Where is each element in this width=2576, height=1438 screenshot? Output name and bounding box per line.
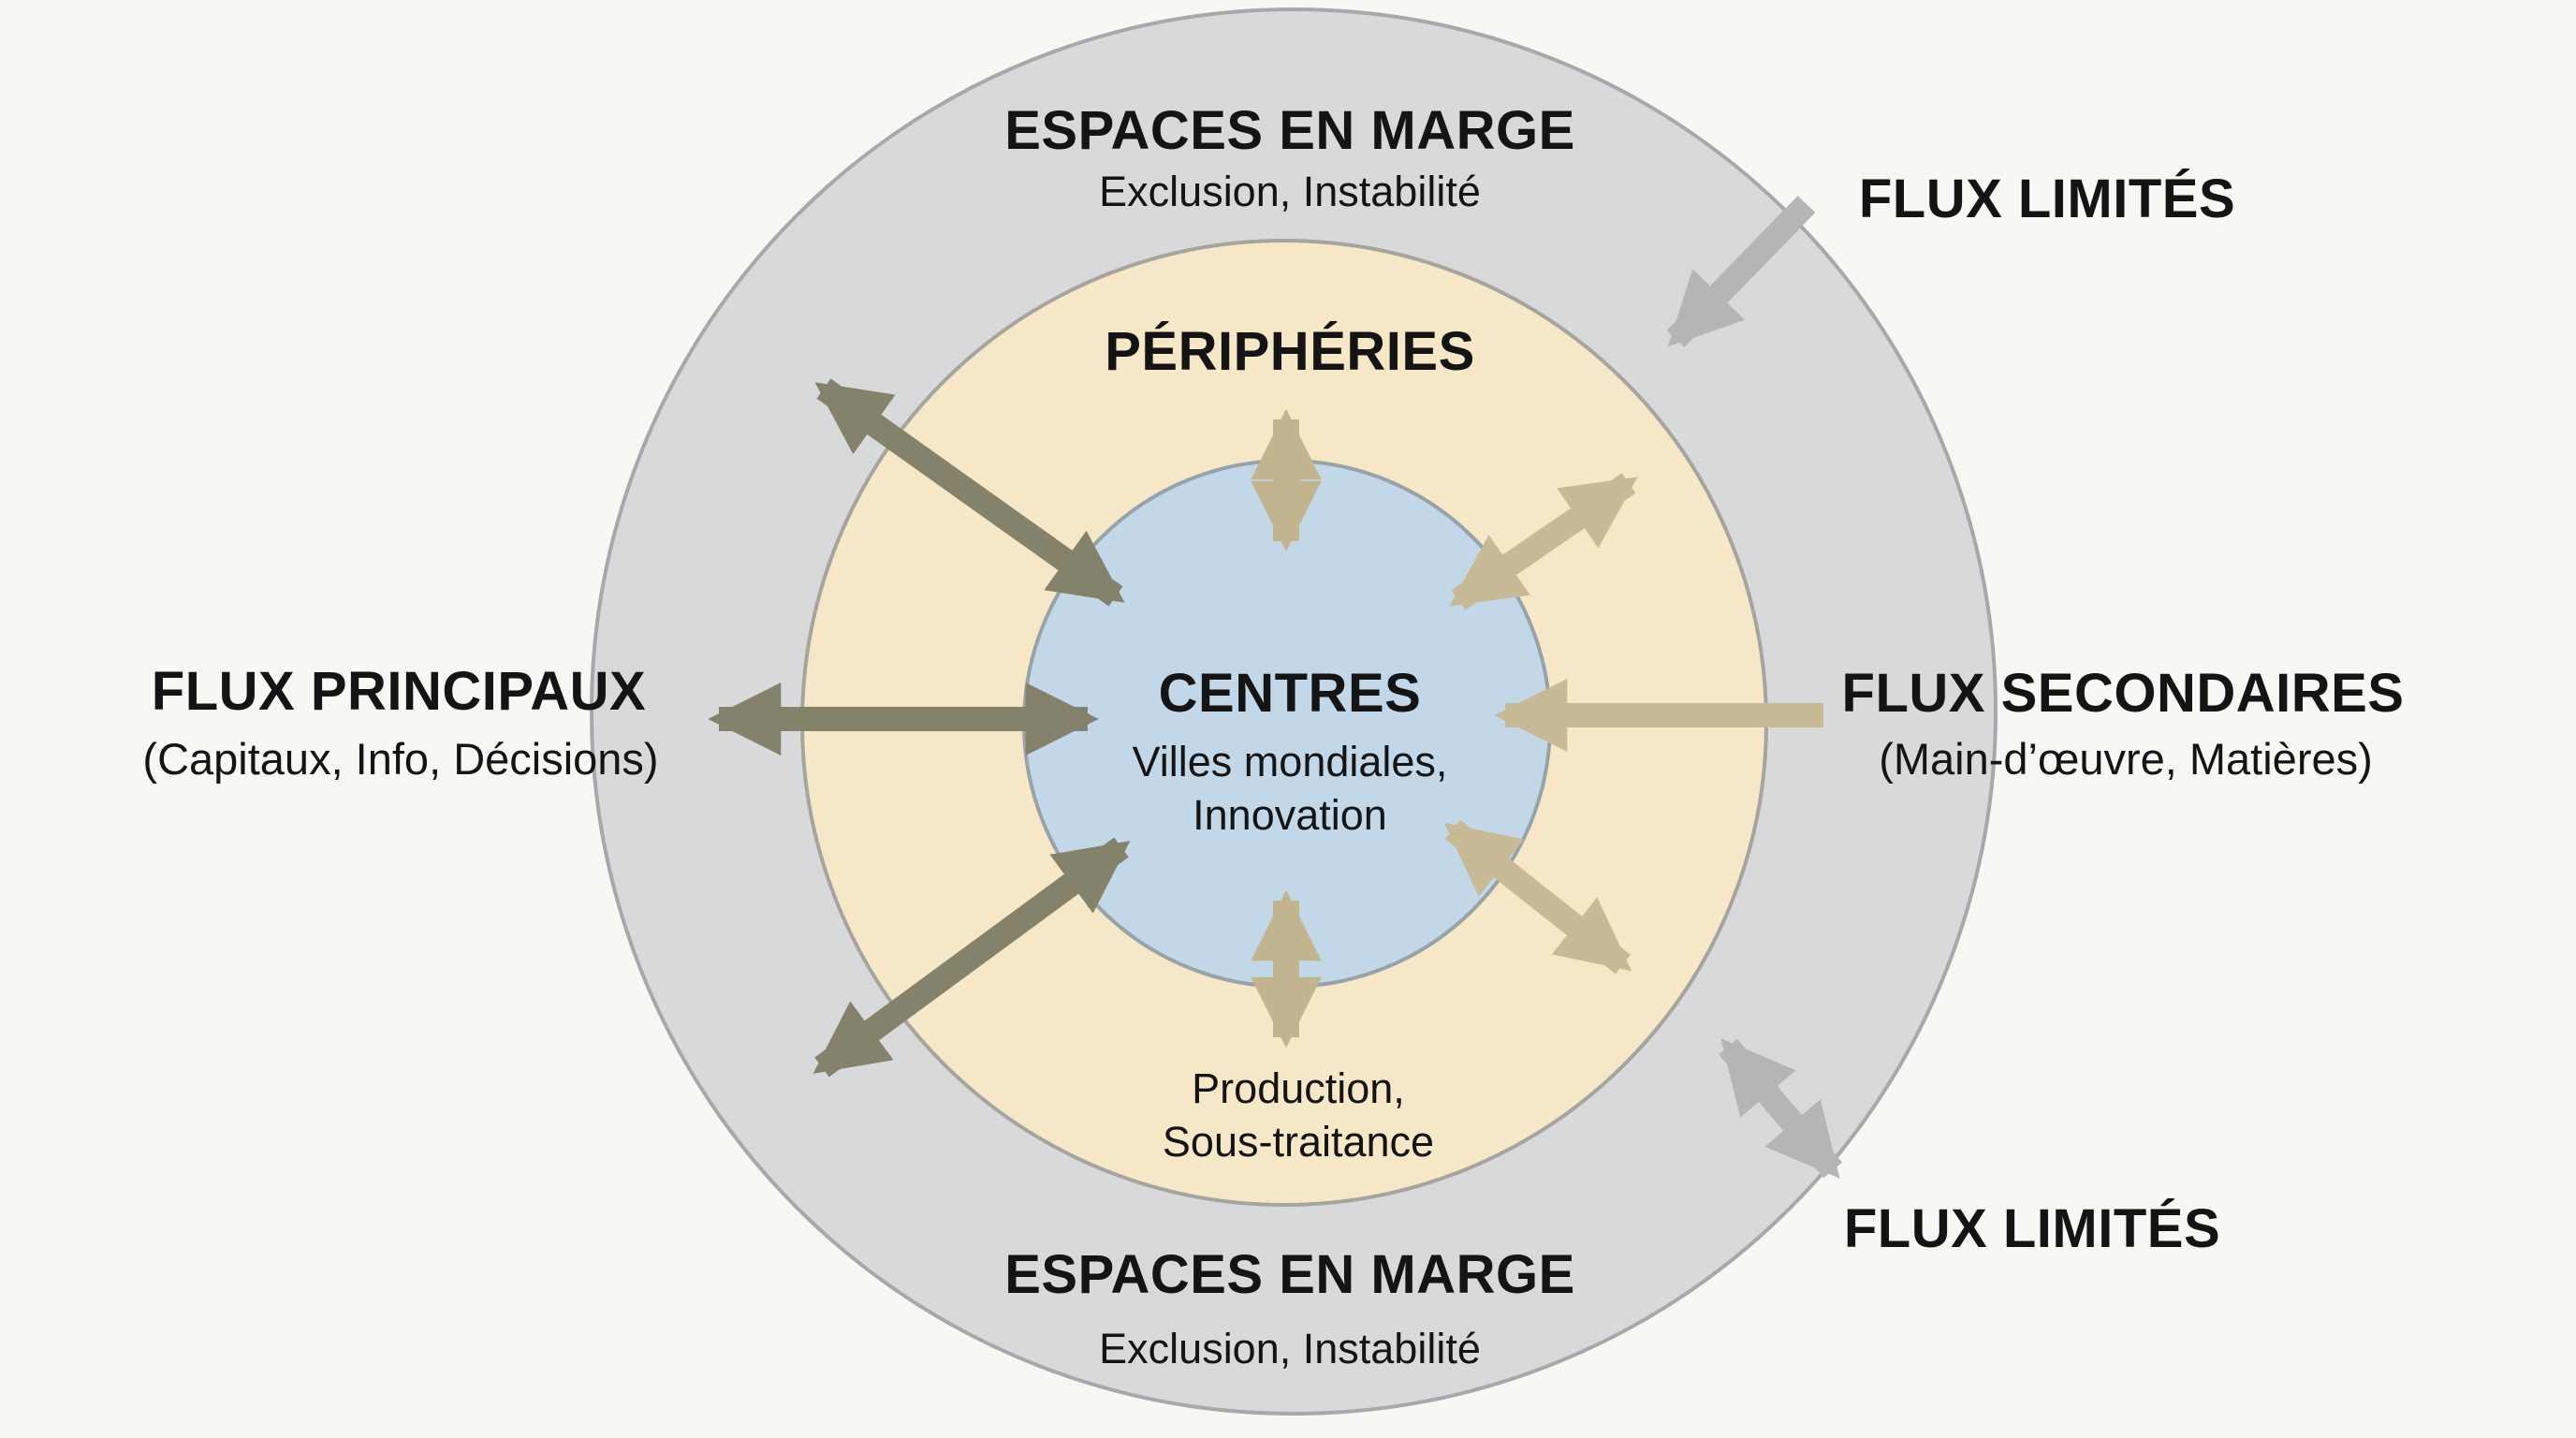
outer-ring-bottom-subtitle: Exclusion, Instabilité bbox=[1099, 1325, 1481, 1372]
flux-limites-arrow-bottom-right bbox=[1719, 1038, 1842, 1179]
outer-ring-bottom-title: ESPACES EN MARGE bbox=[1004, 1244, 1575, 1306]
middle-ring-title: PÉRIPHÉRIES bbox=[1105, 321, 1475, 383]
flux-principaux-arrow-upper-left bbox=[814, 378, 1125, 607]
flux-secondaires-arrow-lower-right bbox=[1443, 819, 1632, 975]
flux-secondaires-sublabel: (Main-d’œuvre, Matières) bbox=[1879, 733, 2373, 784]
flux-limites-bottom-label: FLUX LIMITÉS bbox=[1843, 1198, 2221, 1260]
flux-principaux-sublabel: (Capitaux, Info, Décisions) bbox=[142, 733, 659, 784]
outer-ring-top-title: ESPACES EN MARGE bbox=[1004, 100, 1575, 162]
middle-ring-subtitle-line2: Sous-traitance bbox=[1162, 1118, 1435, 1166]
flux-limites-top-label: FLUX LIMITÉS bbox=[1858, 169, 2236, 230]
inner-circle-subtitle: Villes mondiales, Innovation bbox=[1133, 735, 1448, 842]
flux-principaux-arrow-lower-left bbox=[812, 837, 1131, 1078]
inner-circle-subtitle-line2: Innovation bbox=[1193, 791, 1387, 839]
flux-principaux-label: FLUX PRINCIPAUX bbox=[151, 661, 647, 723]
middle-ring-subtitle: Production, Sous-traitance bbox=[1163, 1062, 1434, 1168]
outer-ring-top-subtitle: Exclusion, Instabilité bbox=[1099, 168, 1481, 215]
inner-circle-title: CENTRES bbox=[1158, 663, 1422, 725]
flux-secondaires-arrow-upper-right bbox=[1449, 473, 1638, 610]
flux-secondaires-label: FLUX SECONDAIRES bbox=[1841, 663, 2405, 725]
flux-limites-arrow-top-right bbox=[1666, 195, 1816, 348]
middle-ring-subtitle-line1: Production, bbox=[1192, 1064, 1405, 1112]
inner-circle-subtitle-line1: Villes mondiales, bbox=[1132, 738, 1448, 785]
